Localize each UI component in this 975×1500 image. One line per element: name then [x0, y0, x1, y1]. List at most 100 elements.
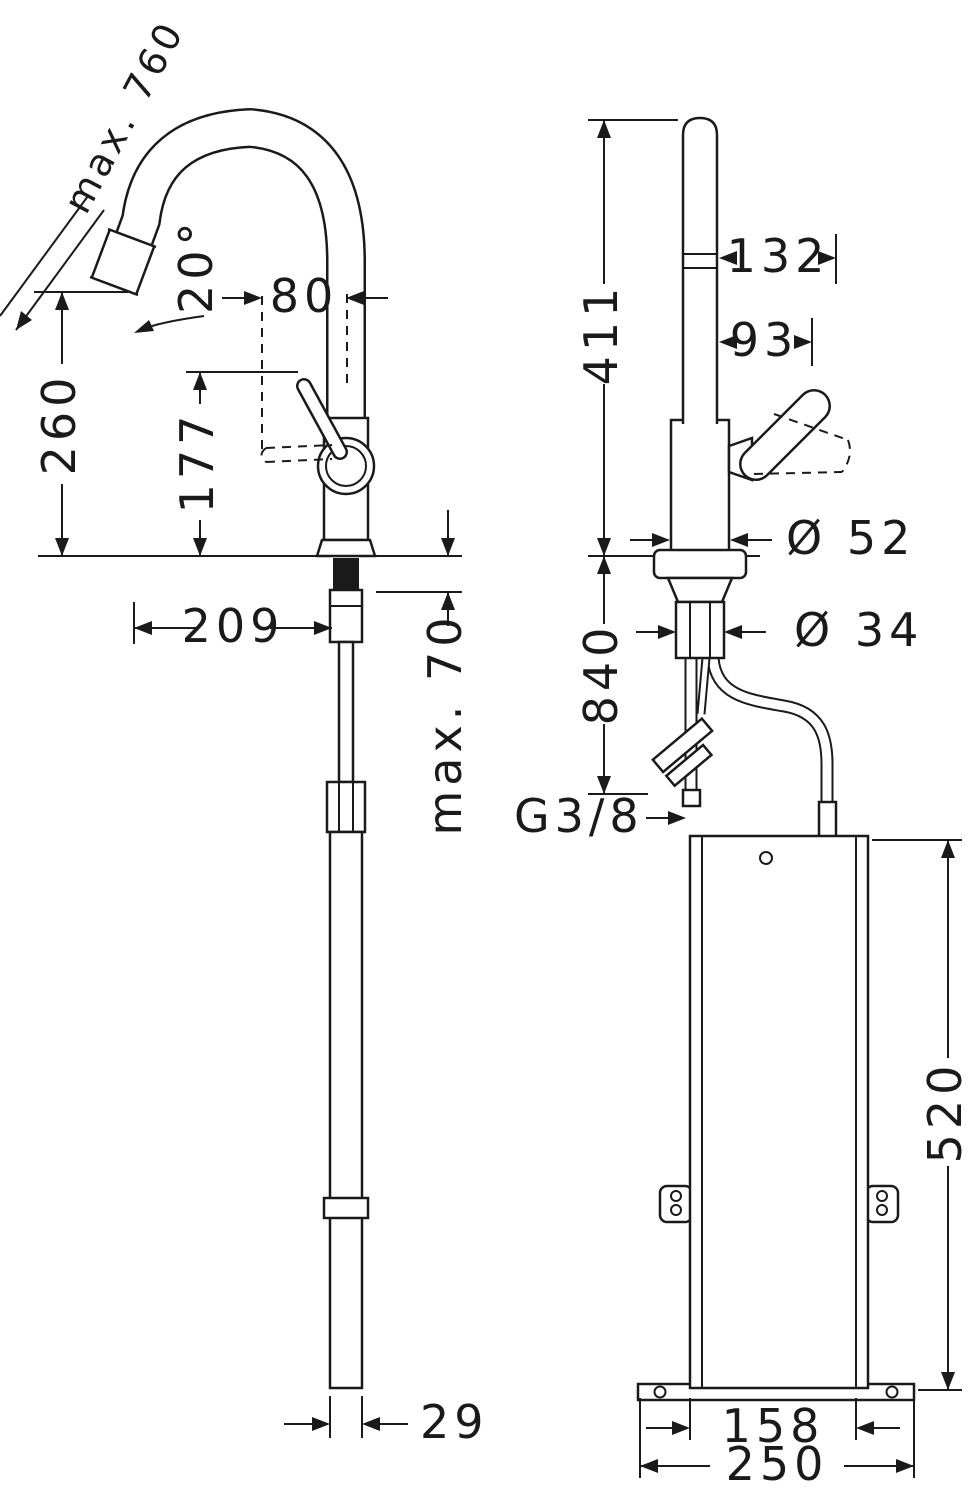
hose-length-arrow-top	[597, 556, 611, 574]
dim-label-counter-thickness: max. 70	[418, 613, 472, 836]
dim-box-height: 520	[872, 839, 972, 1391]
handle-fill	[741, 391, 829, 479]
hose-length-arrow-bottom	[597, 776, 611, 794]
hose-connector-upper	[328, 588, 364, 644]
shank-transition	[666, 576, 734, 604]
reach-arrow-right	[314, 621, 332, 635]
spout-tube-fill	[102, 110, 364, 422]
ear-hole-left-2	[670, 1204, 682, 1216]
dim-hose-length: 840	[574, 556, 648, 795]
lever-alt-position-bottom	[265, 458, 333, 463]
offset-arrow-left	[244, 291, 262, 305]
pullout-hose-coupling	[651, 716, 714, 788]
nozzle-joint-edge	[107, 227, 157, 249]
faucet-base-flare-side	[315, 538, 377, 558]
hose-coupling-hex	[325, 780, 367, 834]
shank-dia-arrow-right	[724, 625, 742, 639]
spray-clearance-arrow-left	[719, 251, 737, 265]
dim-hose-width: 29	[284, 1395, 489, 1449]
dim-label-body-diameter: Ø 52	[786, 511, 915, 565]
dim-label-thread: G3/8	[514, 789, 644, 843]
body-dia-arrow-right	[730, 533, 748, 547]
dim-label-max-height: max. 760	[55, 13, 193, 220]
dim-label-hose-length: 840	[574, 623, 628, 726]
spout-pipe-fill	[683, 118, 717, 424]
supply-hose-right-fill	[708, 657, 832, 802]
lever-alt-position-top	[265, 444, 333, 449]
base-width-arrow-left	[640, 1459, 658, 1473]
spray-clearance-arrow-right	[818, 251, 836, 265]
dim-label-spout-angle: 20°	[169, 217, 223, 314]
dim-box-width: 158	[646, 1398, 900, 1453]
box-height-arrow-bottom	[941, 1372, 955, 1390]
dim-base-width: 250	[639, 1398, 915, 1491]
hose-tube-side	[337, 640, 355, 784]
handle-alt-top	[773, 413, 849, 441]
dim-label-spray-clearance: 132	[727, 229, 830, 283]
dim-label-box-width: 158	[722, 1399, 825, 1453]
dim-label-base-width: 250	[726, 1437, 829, 1491]
angle-arrowhead	[134, 320, 154, 333]
thickness-arrow-up	[441, 592, 455, 610]
dim-counter-thickness: max. 70	[418, 510, 472, 836]
pullout-hose-fill	[698, 657, 709, 715]
handle-height-arrow-top	[193, 372, 207, 390]
body-dia-arrow-left	[652, 533, 670, 547]
thread-arrow	[668, 811, 686, 825]
installation-box	[688, 834, 870, 1390]
outlet-height-arrow-bottom	[55, 538, 69, 556]
datum-lines	[38, 555, 760, 593]
handle-alt-end	[841, 439, 851, 473]
base-width-arrow-right	[896, 1459, 914, 1473]
nozzle-fill	[92, 230, 154, 294]
escutcheon	[652, 548, 748, 580]
nozzle-outlet-edge	[89, 275, 139, 297]
dim-shank-diameter: Ø 34	[636, 603, 918, 657]
dim-label-handle-clearance: 93	[730, 313, 799, 367]
hose-width-arrow-right	[362, 1417, 380, 1431]
dim-spray-clearance: 132	[719, 229, 837, 284]
front-view-faucet	[636, 116, 916, 1402]
flange-hole-right	[885, 1385, 899, 1399]
dim-label-spout-reach: 209	[182, 599, 285, 653]
max-height-ref-line-2	[0, 195, 89, 317]
dim-handle-height: 177	[170, 371, 298, 556]
ear-hole-right-2	[876, 1204, 888, 1216]
max-height-ref-line-1	[15, 209, 105, 331]
hose-nut-right	[817, 800, 838, 840]
handle-height-arrow-bottom	[193, 538, 207, 556]
shank-front	[674, 600, 726, 660]
box-height-arrow-top	[941, 840, 955, 858]
handle-clearance-arrow-left	[719, 335, 737, 349]
top-height-arrow-bottom	[597, 538, 611, 556]
outlet-height-arrow-top	[55, 292, 69, 310]
dim-thread: G3/8	[514, 789, 686, 843]
hose-nut-left	[681, 788, 702, 808]
lever-alt-position-end	[260, 447, 267, 463]
box-width-arrow-right	[856, 1421, 874, 1435]
ear-hole-right-1	[876, 1190, 888, 1202]
dim-body-diameter: Ø 52	[630, 511, 915, 565]
dim-label-handle-height: 177	[170, 411, 224, 514]
dim-label-hose-width: 29	[420, 1395, 489, 1449]
dim-handle-clearance: 93	[719, 313, 813, 367]
hose-width-arrow-left	[312, 1417, 330, 1431]
handle-clearance-arrow-right	[794, 335, 812, 349]
handle-joint-inner	[325, 445, 367, 487]
dim-spout-angle: 20°	[134, 217, 223, 333]
thickness-arrow-down	[441, 538, 455, 556]
offset-arrow-right	[346, 291, 364, 305]
dim-label-spout-offset: 80	[270, 269, 339, 323]
box-top-hole	[759, 851, 773, 865]
coupling-body	[651, 716, 714, 774]
dim-spout-reach: 209	[133, 599, 332, 653]
top-height-arrow-top	[597, 120, 611, 138]
dim-label-box-height: 520	[918, 1061, 972, 1164]
dim-label-spout-top-height: 411	[574, 283, 628, 386]
spout-pipe-outline	[681, 116, 719, 424]
dim-spout-top-height: 411	[574, 119, 678, 556]
side-view-faucet	[89, 107, 377, 1390]
coupling-sleeve	[664, 743, 714, 788]
